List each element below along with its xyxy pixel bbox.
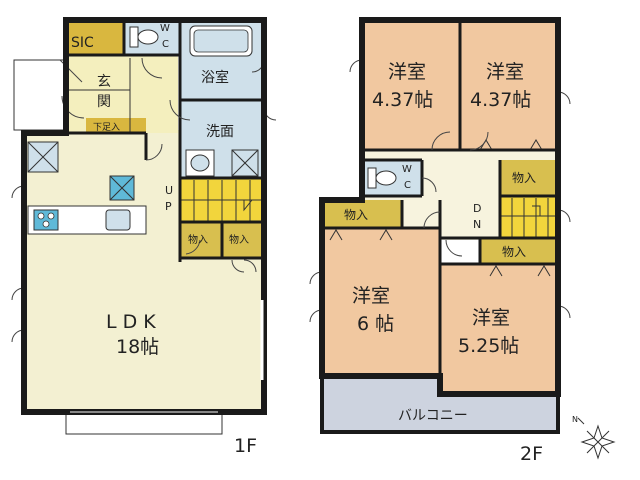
storage-hall-label: 物入 xyxy=(512,171,536,185)
wc-1f-label-bottom: C xyxy=(162,39,169,50)
sink-icon xyxy=(105,209,131,231)
north-compass-icon: N xyxy=(572,415,616,460)
western-tl-floor xyxy=(362,20,460,150)
sic-floor xyxy=(66,20,124,55)
wc-2f-label-bottom: C xyxy=(404,180,411,191)
washroom-label: 洗面 xyxy=(206,124,234,140)
wc-2f-label-top: W xyxy=(402,164,412,175)
storage-bl-label: 物入 xyxy=(344,208,368,222)
storage-1f-left-label: 物入 xyxy=(188,233,208,246)
storage-hall-floor xyxy=(500,160,558,196)
washbasin-icon xyxy=(185,149,215,177)
wc-1f-label-top: W xyxy=(160,23,170,34)
balcony-wall xyxy=(320,376,560,434)
ldk-size-label: 18帖 xyxy=(116,336,159,358)
entrance-label-bottom: 関 xyxy=(97,94,111,110)
toilet-2f-icon xyxy=(367,167,397,189)
toilet-1f-icon xyxy=(129,26,159,48)
porch-outline xyxy=(13,59,65,131)
terrace-outline xyxy=(65,411,223,435)
western-bl-label: 洋室 xyxy=(352,285,390,307)
western-br-floor xyxy=(440,264,558,394)
ldk-label: L D K xyxy=(106,311,156,333)
shoe-storage-floor xyxy=(86,118,146,134)
sic-label: SIC xyxy=(71,35,94,51)
storage-1f-left-floor xyxy=(180,222,222,258)
outer-wall-2f xyxy=(319,17,561,397)
stairs-down-label-bottom: N xyxy=(473,218,481,231)
western-tr-label: 洋室 xyxy=(486,61,524,83)
stairs-down-label-top: D xyxy=(473,202,481,215)
balcony-label: バルコニー xyxy=(398,408,468,424)
western-tr-floor xyxy=(460,20,558,150)
stairs-up-label-bottom: P xyxy=(165,200,172,213)
floor-1: SIC W C 浴室 玄 関 下足入 洗面 U P 物入 物入 L D K 18… xyxy=(11,17,277,457)
western-tr-size: 4.37帖 xyxy=(470,89,531,111)
closet-marks-2f xyxy=(329,139,551,277)
western-bl-floor xyxy=(322,228,440,376)
storage-stair-label: 物入 xyxy=(502,245,526,259)
stairs-2f-treads xyxy=(500,198,558,238)
western-br-label: 洋室 xyxy=(472,307,510,329)
bath-label: 浴室 xyxy=(201,69,229,86)
storage-1f-right-floor xyxy=(222,222,264,258)
entrance-label-top: 玄 xyxy=(97,73,111,90)
floor-1-label: 1F xyxy=(234,435,257,457)
storage-stair-floor xyxy=(480,238,558,264)
stairs-2f-floor xyxy=(500,196,558,238)
western-bl-size: 6 帖 xyxy=(357,313,394,335)
svg-text:N: N xyxy=(572,415,578,424)
floor-2-label: 2F xyxy=(520,443,543,465)
stairs-1f-treads xyxy=(180,180,264,222)
western-tl-label: 洋室 xyxy=(388,61,426,83)
storage-bl-floor xyxy=(322,200,402,228)
balcony-floor xyxy=(322,394,558,432)
shoe-storage-label: 下足入 xyxy=(93,122,120,133)
outer-wall-1f xyxy=(21,17,267,415)
storage-1f-right-label: 物入 xyxy=(229,233,249,246)
western-tl-size: 4.37帖 xyxy=(372,89,433,111)
western-br-size: 5.25帖 xyxy=(458,335,519,357)
stairs-up-label-top: U xyxy=(165,184,173,197)
floor-2: 洋室 4.37帖 洋室 4.37帖 W C 物入 物入 D N 物入 洋室 6 … xyxy=(309,17,571,465)
